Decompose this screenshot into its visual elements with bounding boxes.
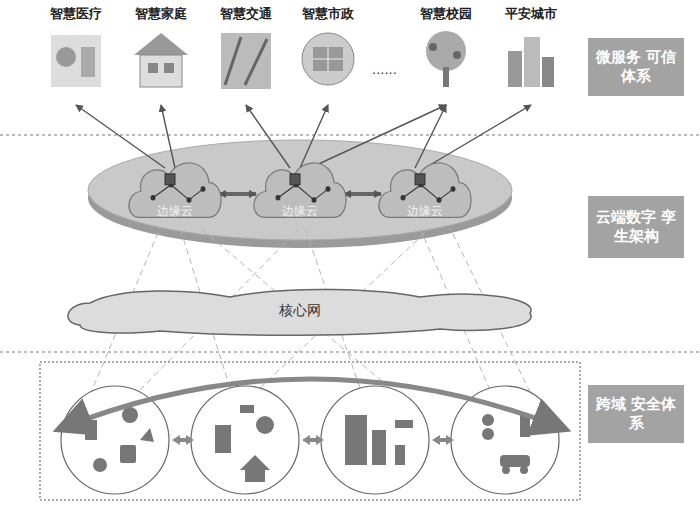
app-icon [293, 27, 363, 93]
node-text: 边缘云 [250, 203, 350, 220]
node-text: 智慧校园 [410, 5, 482, 23]
service-arrow [310, 105, 446, 168]
node-text: 跨域 安全体系 [594, 395, 678, 434]
service-arrow [161, 105, 175, 168]
edge-cloud: 边缘云 [125, 150, 225, 226]
separator [0, 352, 700, 353]
bidirectional-arrow [344, 192, 381, 196]
node-text: 平安城市 [495, 5, 567, 23]
application-node: 智慧家庭 [125, 5, 197, 105]
node-text: 云端数字 孪生架构 [594, 208, 678, 247]
edge-cloud: 边缘云 [250, 150, 350, 226]
node-text: 智慧医疗 [40, 5, 112, 23]
application-node: 平安城市 [495, 5, 567, 105]
edge-cloud-disk [88, 140, 512, 248]
app-icon [211, 27, 281, 93]
node-text: 核心网 [275, 302, 325, 320]
device-icons [85, 405, 530, 482]
app-icon [126, 27, 196, 93]
device-group-border [40, 362, 580, 500]
service-arrow [425, 105, 531, 168]
cross-domain-arrow [62, 379, 562, 428]
service-arrow [246, 105, 290, 168]
edge-cloud: 边缘云 [375, 150, 475, 226]
node-text: 智慧家庭 [125, 5, 197, 23]
service-arrow [76, 105, 165, 168]
layer-label-box: 跨域 安全体系 [588, 385, 684, 443]
layer-label-box: 微服务 可信体系 [588, 38, 684, 96]
application-node: 智慧校园 [410, 5, 482, 105]
app-icon [41, 27, 111, 93]
core-network-cloud: 核心网 [60, 285, 540, 337]
circle-arrows [172, 435, 454, 445]
separator [0, 135, 700, 136]
layer-label-box: 云端数字 孪生架构 [588, 196, 684, 258]
app-icon [496, 27, 566, 93]
app-icon [411, 27, 481, 93]
bidirectional-arrow [219, 192, 256, 196]
ellipsis-label: ...... [372, 62, 397, 77]
service-arrow [300, 105, 328, 168]
node-text: 边缘云 [125, 203, 225, 220]
node-text: 智慧市政 [292, 5, 364, 23]
node-text: 微服务 可信体系 [594, 48, 678, 87]
application-node: 智慧市政 [292, 5, 364, 105]
node-text: 边缘云 [375, 203, 475, 220]
node-text: 智慧交通 [210, 5, 282, 23]
application-node: 智慧交通 [210, 5, 282, 105]
application-node: 智慧医疗 [40, 5, 112, 105]
